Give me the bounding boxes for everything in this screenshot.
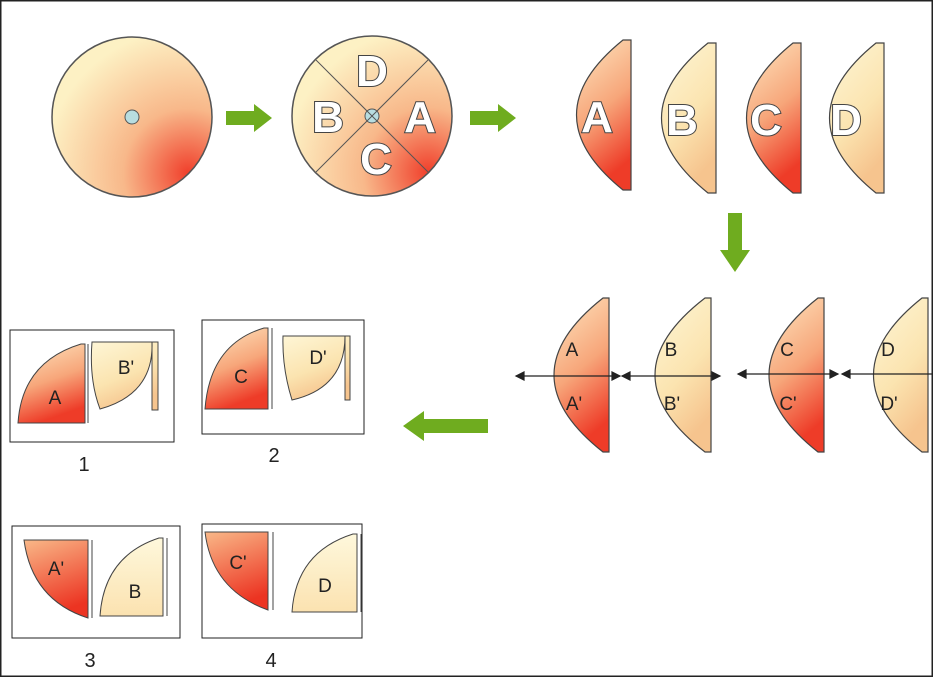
halved-piece-top-label: A [566, 340, 579, 361]
halved-piece-top-label: C [780, 340, 794, 361]
cut-piece-label: D [830, 96, 862, 145]
cut-piece-label: C [750, 96, 782, 145]
segment-label-top: D [356, 47, 388, 96]
group-2: C D' 2 [201, 319, 365, 467]
center-hole [124, 109, 140, 125]
halved-piece-d: D D' [873, 297, 929, 453]
group-piece-right-label: B' [118, 358, 134, 379]
group-4: C' D 4 [201, 523, 363, 672]
cut-piece-label: B [666, 96, 698, 145]
cut-piece-b: B [661, 42, 717, 194]
cut-line-arrow [514, 369, 932, 381]
halved-piece-bottom-label: B' [664, 394, 680, 415]
cut-piece-d: D [829, 42, 885, 194]
segment-label-left: B [312, 93, 344, 142]
group-piece-left-label: A' [48, 559, 64, 580]
group-piece-left-label: A [49, 388, 62, 409]
down-arrow-icon [720, 213, 750, 272]
halved-piece-top-label: D [881, 340, 895, 361]
cut-piece-label: A [581, 93, 613, 142]
halved-piece-b: B B' [654, 297, 712, 453]
group-number: 3 [84, 650, 95, 672]
cut-piece-a: A [576, 39, 632, 191]
group-1: A B' 1 [9, 329, 175, 476]
group-3: A' B 3 [11, 525, 181, 672]
cut-piece-c: C [746, 42, 802, 194]
halved-piece-bottom-label: C' [779, 394, 796, 415]
segment-label-right: A [404, 93, 436, 142]
halved-piece-bottom-label: A' [566, 394, 582, 415]
divided-disc: D B A C [291, 35, 453, 197]
halved-piece-bottom-label: D' [880, 394, 897, 415]
halved-piece-top-label: B [665, 340, 678, 361]
right-arrow-icon [470, 104, 516, 132]
segment-label-bottom: C [360, 135, 392, 184]
whole-disc [51, 36, 213, 198]
group-number: 4 [265, 650, 276, 672]
right-arrow-icon [226, 104, 272, 132]
halved-piece-c: C C' [768, 297, 825, 453]
group-piece-right-label: B [129, 582, 142, 603]
halved-piece-a: A A' [553, 297, 610, 453]
group-piece-left-label: C' [229, 553, 246, 574]
group-number: 2 [268, 445, 279, 467]
left-arrow-icon [403, 411, 488, 441]
group-piece-right-label: D [318, 576, 332, 597]
group-piece-right-label: D' [309, 348, 326, 369]
group-piece-left-label: C [234, 367, 248, 388]
group-number: 1 [78, 454, 89, 476]
